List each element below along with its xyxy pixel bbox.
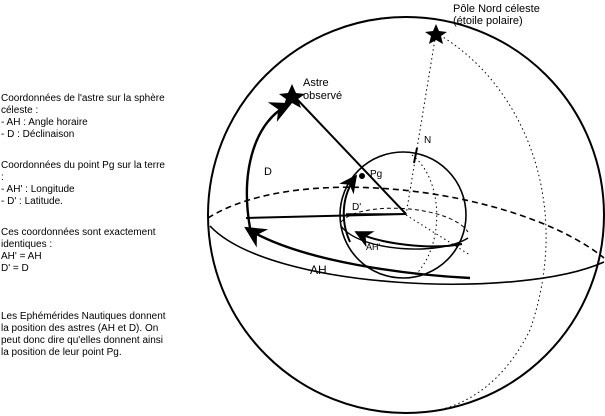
earth-north-label: N — [424, 135, 431, 146]
latitude-label: D' — [352, 202, 361, 213]
declination-arc-D — [245, 102, 292, 229]
star-sublabel: observé — [303, 90, 342, 102]
legend-ephemerides-note: Les Ephémérides Nautiques donnent la pos… — [1, 311, 166, 358]
celestial-sphere — [207, 16, 605, 414]
latitude-arc-D-prime — [339, 174, 358, 243]
earth-meridian — [411, 154, 438, 279]
north-pole-sublabel: (étoile polaire) — [453, 15, 523, 27]
celestial-equator-back — [207, 186, 605, 259]
star-label: Astre — [303, 77, 329, 89]
observed-star-icon — [279, 84, 305, 108]
pg-label: Pg — [370, 169, 382, 180]
declination-label: D — [264, 166, 272, 178]
legend-ground-coordinates: Coordonnées du point Pg sur la terre : -… — [1, 160, 165, 207]
earth-equator-front — [340, 225, 469, 250]
hour-angle-label: AH — [310, 263, 327, 277]
line-to-star — [293, 95, 407, 215]
earth-equator-back — [340, 207, 469, 233]
north-pole-label: Pôle Nord céleste — [453, 3, 540, 15]
celestial-meridian — [429, 32, 547, 413]
hour-angle-arc-AH — [244, 226, 471, 280]
polar-axis — [405, 32, 437, 216]
legend-identity: Ces coordonnées sont exactement identiqu… — [1, 227, 156, 274]
celestial-equator-front — [209, 225, 605, 285]
pg-point — [359, 173, 365, 179]
polaris-star-icon — [425, 24, 447, 44]
earth-north-tick — [413, 147, 418, 164]
longitude-arc-AH-prime — [354, 231, 463, 248]
legend-celestial-coordinates: Coordonnées de l'astre sur la sphère cél… — [1, 93, 165, 140]
longitude-label: AH' — [366, 242, 381, 252]
